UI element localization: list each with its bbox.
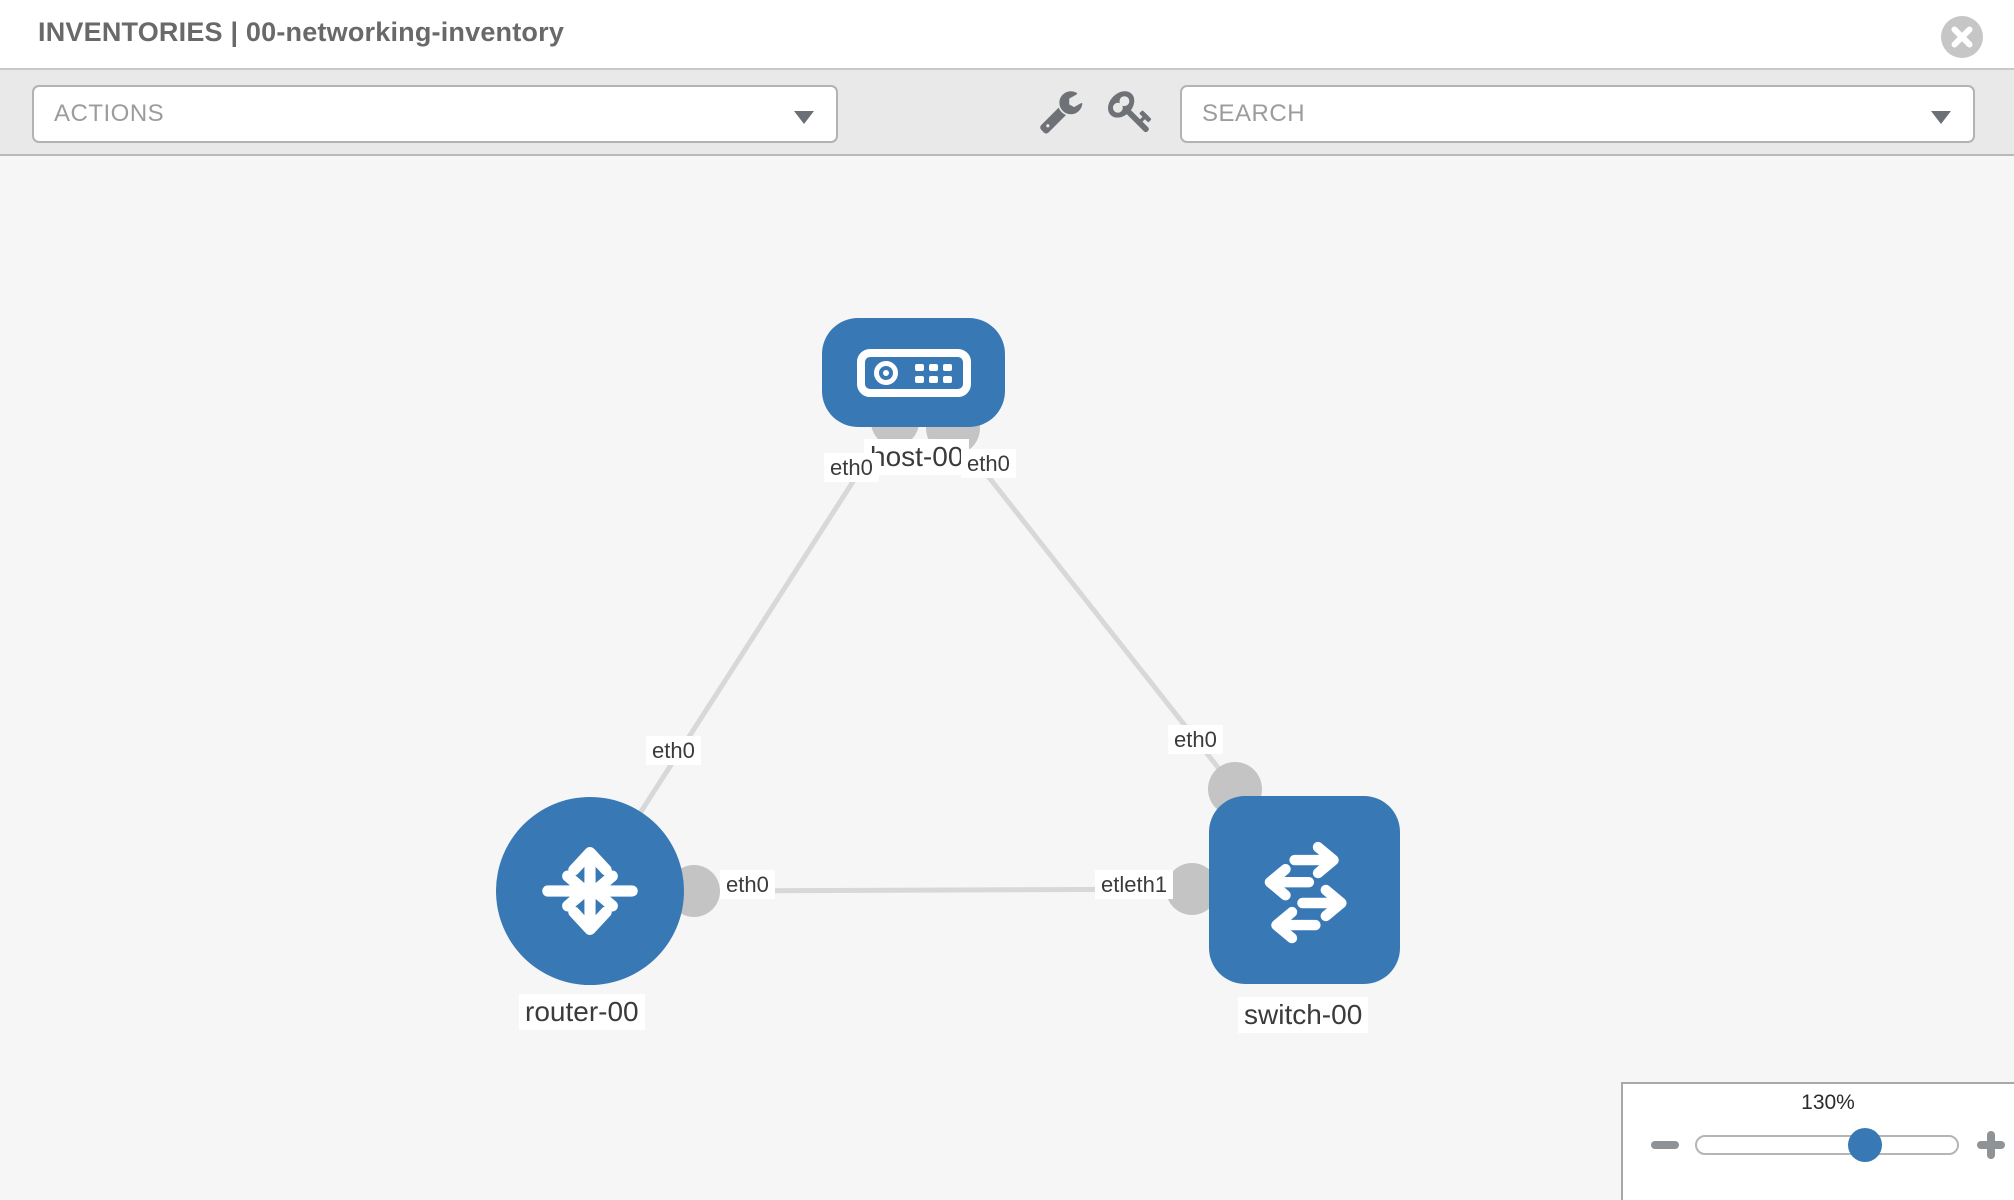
configure-button[interactable] — [1038, 83, 1094, 139]
interface-label: eth0 — [646, 736, 701, 766]
zoom-level-value: 130% — [1801, 1091, 1855, 1114]
interface-anchor[interactable] — [1166, 863, 1218, 915]
actions-dropdown[interactable]: ACTIONS — [32, 85, 838, 143]
close-icon — [1941, 16, 1983, 58]
chevron-down-icon — [1931, 111, 1951, 124]
actions-dropdown-label: ACTIONS — [54, 100, 165, 127]
zoom-slider[interactable] — [1695, 1135, 1959, 1155]
interface-label: eth0 — [961, 449, 1016, 479]
server-icon — [856, 348, 971, 397]
switch-arrows-icon — [1264, 841, 1347, 944]
zoom-in-button[interactable] — [1973, 1127, 2009, 1163]
interface-label: eth0 — [720, 870, 775, 900]
page-title: INVENTORIES | 00-networking-inventory — [38, 17, 565, 47]
topology-canvas[interactable]: host-00 router-00 switch-00 eth0 eth0 et… — [0, 156, 2014, 1200]
credentials-button[interactable] — [1108, 83, 1164, 139]
search-dropdown[interactable]: SEARCH — [1180, 85, 1975, 143]
interface-label: etleth1 — [1095, 870, 1174, 900]
chevron-down-icon — [794, 111, 814, 124]
key-icon — [1108, 91, 1152, 133]
panel-header: INVENTORIES | 00-networking-inventory — [0, 0, 2014, 70]
wrench-icon — [1040, 91, 1083, 134]
toolbar: ACTIONS SEARCH — [0, 70, 2014, 156]
links-layer — [587, 398, 1262, 917]
node-label-host-00: host-00 — [864, 439, 970, 476]
node-label-router-00: router-00 — [519, 994, 645, 1031]
node-host-00[interactable] — [822, 318, 1005, 427]
node-switch-00[interactable] — [1209, 796, 1400, 984]
node-router-00[interactable] — [496, 797, 684, 985]
router-arrows-icon — [542, 846, 638, 936]
zoom-control-panel: 130% — [1621, 1082, 2014, 1200]
interface-label: eth0 — [824, 453, 879, 483]
zoom-slider-thumb[interactable] — [1848, 1128, 1882, 1162]
zoom-out-button[interactable] — [1647, 1127, 1683, 1163]
node-label-switch-00: switch-00 — [1238, 997, 1369, 1034]
close-button[interactable] — [1940, 15, 1984, 59]
search-dropdown-label: SEARCH — [1202, 100, 1306, 127]
interface-label: eth0 — [1168, 725, 1223, 755]
